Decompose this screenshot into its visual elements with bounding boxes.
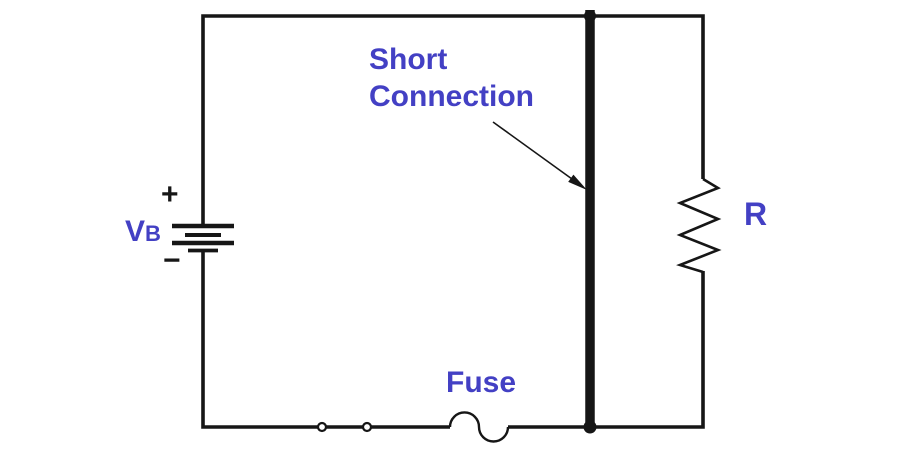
annotation-arrow-line [492,121,573,180]
junction-dot-bottom [583,420,597,434]
short-connection-label: Short Connection [369,41,534,115]
fuse-element [448,411,510,443]
contact-point-right [361,421,373,433]
battery-negative-sign: − [163,244,181,277]
contact-point-left [316,421,328,433]
junction-dot-top [584,10,596,22]
resistor-label: R [744,196,768,232]
short-connection-label-line2: Connection [369,80,534,113]
battery-voltage-label: VB [125,215,161,248]
battery-voltage-symbol: V [125,215,146,248]
wire-resistor-to-fuse [508,271,705,429]
wire-battery-to-resistor-top [201,14,705,228]
short-connection-label-line1: Short [369,43,448,76]
wire-fuse-to-battery [201,250,450,429]
battery-voltage-subscript: B [145,221,161,246]
resistor-zigzag [676,177,722,274]
annotation-arrow-head [568,174,587,190]
fuse-label: Fuse [446,366,517,399]
battery-positive-sign: + [161,178,179,211]
